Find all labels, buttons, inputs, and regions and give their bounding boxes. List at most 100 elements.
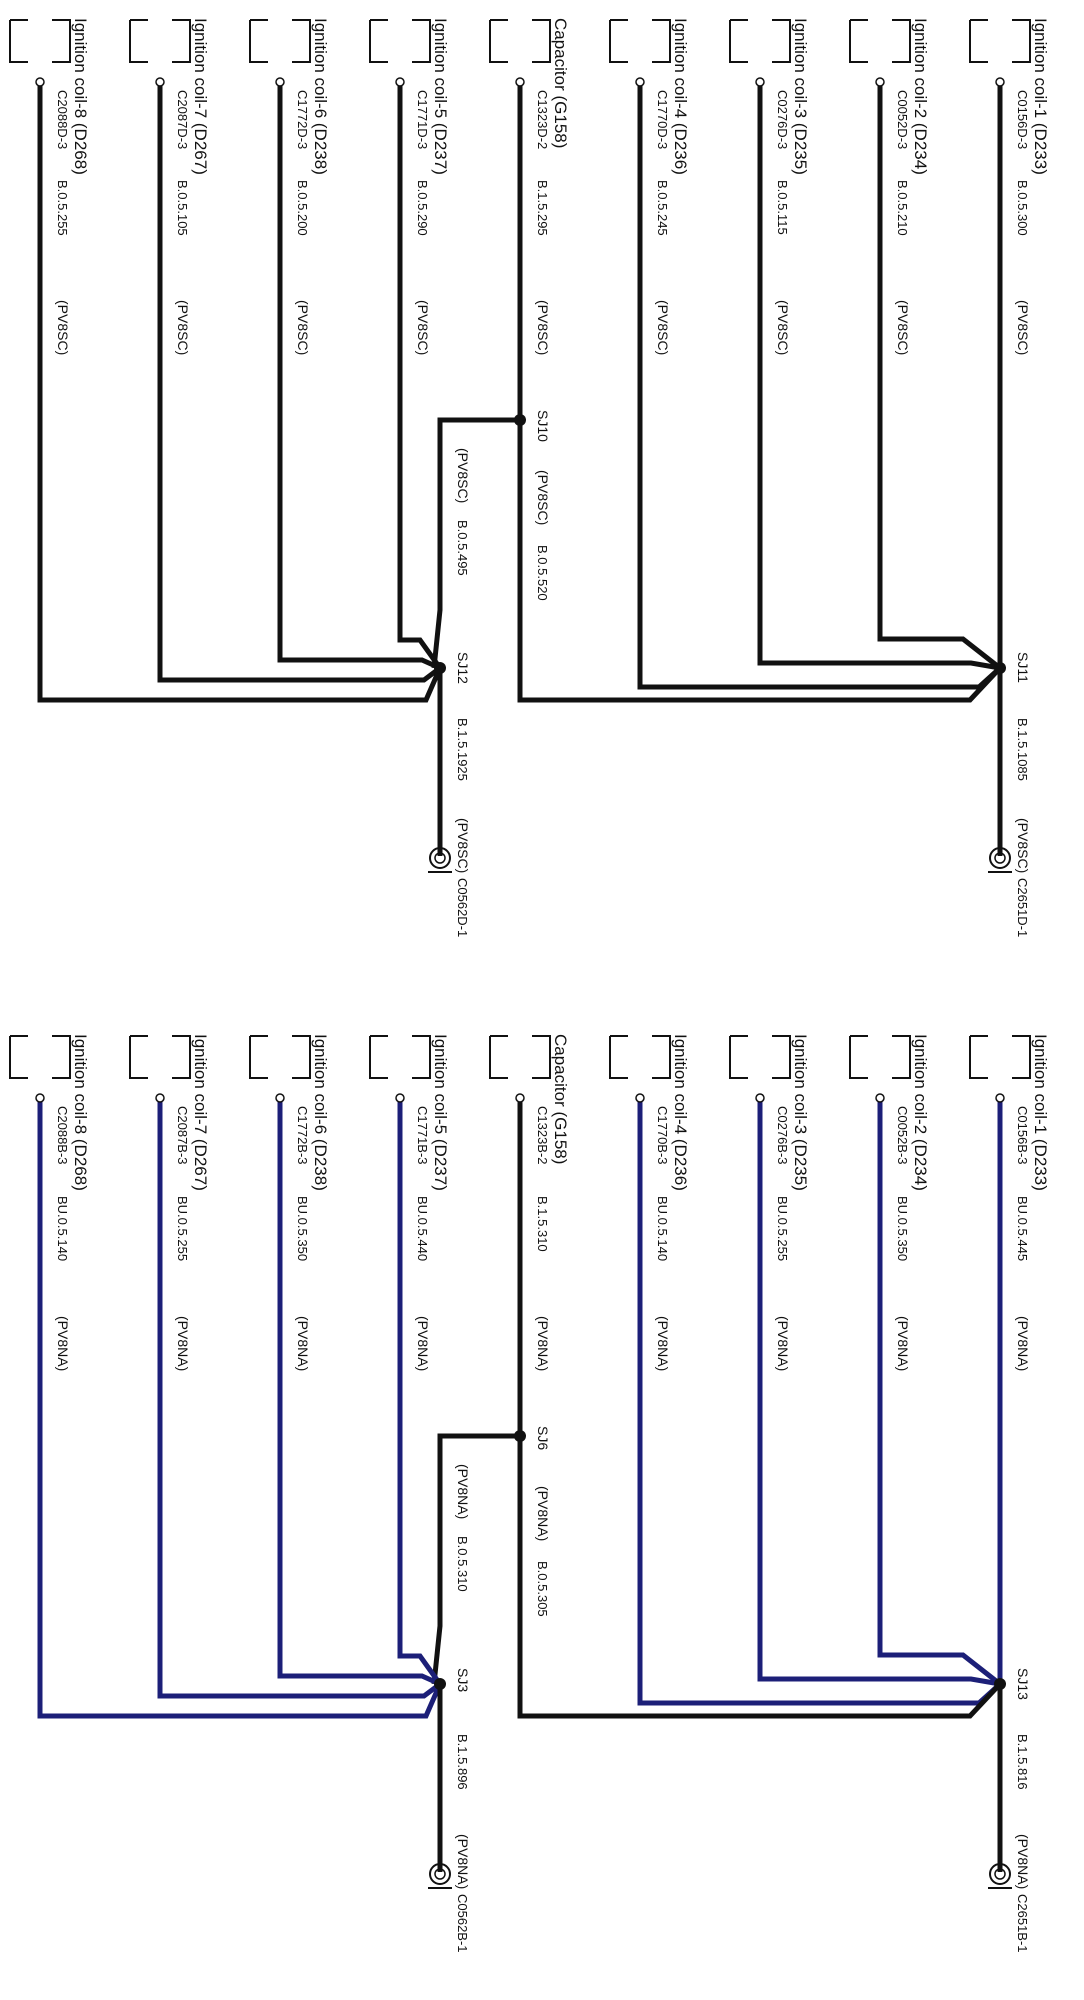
wire-coil-6 (277, 1096, 442, 1687)
pin-label: C1771B-3 (415, 1106, 430, 1165)
splice-dot-capacitor (514, 1430, 526, 1442)
connector-bracket (369, 1035, 431, 1079)
coil-name-label: Ignition coil-6 (D238) (311, 18, 330, 175)
splice-label: SJ10 (535, 410, 551, 442)
end-connector-icon (989, 1863, 1011, 1885)
wire-coil-3 (757, 1096, 1001, 1687)
pin-label: C0052B-3 (895, 1106, 910, 1165)
connector-bracket (129, 19, 191, 63)
wire-code-label: (PV8NA) (55, 1316, 71, 1371)
splice-dot-capacitor (514, 414, 526, 426)
coil-name-label: Ignition coil-3 (D235) (791, 1034, 810, 1191)
pin-terminal (275, 77, 285, 87)
splice-dot-top (994, 1678, 1006, 1690)
connector-bracket (729, 1035, 791, 1079)
pin-label: C1323D-2 (535, 90, 550, 149)
wire-code-label: (PV8NA) (175, 1316, 191, 1371)
wire-code-label: (PV8NA) (895, 1316, 911, 1371)
end-connector-label: C0562B-1 (455, 1894, 470, 1953)
wire-code-label: (PV8SC) (535, 470, 551, 525)
wire-coil-5 (397, 80, 443, 670)
coil-name-label: Capacitor (G158) (551, 1034, 570, 1164)
wire-coil-7 (157, 80, 442, 683)
splice-label: SJ13 (1015, 1668, 1031, 1700)
end-connector-icon (429, 847, 451, 869)
wire-spec-label: B.1.5.310 (535, 1196, 550, 1252)
wire-spec-label: B.0.5.115 (775, 180, 790, 235)
wire-spec-label: B.1.5.1085 (1015, 718, 1030, 781)
wire-code-label: (PV8SC) (295, 300, 311, 355)
pin-terminal (755, 77, 765, 87)
wire-coil-4 (637, 1096, 1002, 1706)
pin-terminal (35, 1093, 45, 1103)
end-connector-icon (989, 847, 1011, 869)
pin-label: C2087D-3 (175, 90, 190, 149)
connector-bracket (969, 1035, 1031, 1079)
coil-name-label: Ignition coil-5 (D237) (431, 1034, 450, 1191)
connector-bracket (969, 19, 1031, 63)
pin-label: C2087B-3 (175, 1106, 190, 1165)
connector-bracket (609, 19, 671, 63)
connector-bracket (729, 19, 791, 63)
coil-name-label: Ignition coil-2 (D234) (911, 1034, 930, 1191)
wire-code-label: (PV8SC) (455, 818, 471, 873)
wire-spec-label: B.1.5.816 (1015, 1734, 1030, 1790)
wire-spec-label: B.1.5.896 (455, 1734, 470, 1790)
wire-code-label: (PV8NA) (535, 1486, 551, 1541)
wire-spec-label: B.0.5.210 (895, 180, 910, 236)
connector-bracket (849, 19, 911, 63)
connector-bracket (609, 1035, 671, 1079)
wire-spec-label: B.0.5.495 (455, 520, 470, 576)
connector-bracket (129, 1035, 191, 1079)
wire-spec-label: BU.0.5.255 (775, 1196, 790, 1261)
wire-code-label: (PV8SC) (655, 300, 671, 355)
splice-label: SJ3 (455, 1668, 471, 1692)
pin-terminal (515, 77, 525, 87)
pin-terminal (395, 1093, 405, 1103)
pin-terminal (155, 77, 165, 87)
wire-capacitor-top (517, 80, 1002, 703)
pin-terminal (995, 77, 1005, 87)
coil-name-label: Ignition coil-8 (D268) (71, 1034, 90, 1191)
coil-name-label: Ignition coil-4 (D236) (671, 1034, 690, 1191)
connector-bracket (489, 19, 551, 63)
coil-name-label: Ignition coil-2 (D234) (911, 18, 930, 175)
wire-code-label: (PV8NA) (455, 1834, 471, 1889)
pin-terminal (395, 77, 405, 87)
wire-spec-label: B.1.5.1925 (455, 718, 470, 781)
end-connector-icon (429, 1863, 451, 1885)
connector-bracket (369, 19, 431, 63)
pin-label: C1772D-3 (295, 90, 310, 149)
wire-coil-2 (877, 1096, 1002, 1686)
coil-name-label: Ignition coil-8 (D268) (71, 18, 90, 175)
coil-name-label: Capacitor (G158) (551, 18, 570, 148)
wire-code-label: (PV8NA) (1015, 1834, 1031, 1889)
wire-code-label: (PV8SC) (895, 300, 911, 355)
splice-label: SJ6 (535, 1426, 551, 1450)
connector-bracket (249, 19, 311, 63)
connector-bracket (9, 1035, 71, 1079)
wire-spec-label: BU.0.5.255 (175, 1196, 190, 1261)
wire-coil-3 (757, 80, 1001, 671)
wire-code-label: (PV8SC) (55, 300, 71, 355)
pin-label: C1771D-3 (415, 90, 430, 149)
wire-code-label: (PV8NA) (775, 1316, 791, 1371)
end-connector-inner (994, 1868, 1006, 1880)
end-connector-label: C2651B-1 (1015, 1894, 1030, 1953)
pin-terminal (875, 1093, 885, 1103)
wire-spec-label: B.0.5.105 (175, 180, 190, 236)
coil-name-label: Ignition coil-4 (D236) (671, 18, 690, 175)
pin-terminal (995, 1093, 1005, 1103)
wire-code-label: (PV8NA) (295, 1316, 311, 1371)
pin-terminal (635, 1093, 645, 1103)
connector-bracket (9, 19, 71, 63)
pin-label: C0156B-3 (1015, 1106, 1030, 1165)
wire-spec-label: B.0.5.245 (655, 180, 670, 236)
wire-code-label: (PV8SC) (415, 300, 431, 355)
wire-code-label: (PV8NA) (1015, 1316, 1031, 1371)
wire-code-label: (PV8SC) (455, 448, 471, 503)
wire-spec-label: B.1.5.295 (535, 180, 550, 236)
splice-dot-bottom (434, 1678, 446, 1690)
wire-cap-branch (431, 1433, 520, 1685)
pin-terminal (755, 1093, 765, 1103)
